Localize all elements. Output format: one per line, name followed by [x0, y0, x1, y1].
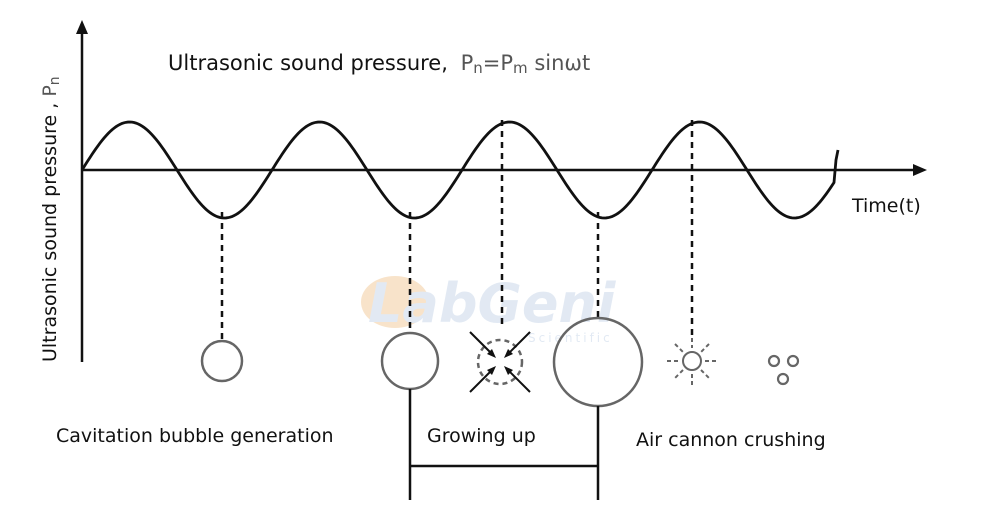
y-axis-label: Ultrasonic sound pressure , Pn: [39, 76, 63, 362]
y-axis-arrow: [76, 20, 88, 34]
stage-label-crushing: Air cannon crushing: [636, 429, 826, 451]
bubble-burst-icon: [667, 338, 718, 386]
y-axis-symbol: P: [39, 85, 61, 96]
diagram-title: Ultrasonic sound pressure, Pn=Pm sinωt: [168, 51, 590, 77]
watermark-subtext: Scientific: [528, 331, 613, 345]
pressure-wave: [80, 120, 840, 220]
title-formula: Pn=Pm sinωt: [461, 51, 591, 77]
stage-label-generation: Cavitation bubble generation: [56, 425, 334, 447]
bubble-generation: [200, 339, 244, 383]
stage-label-growing: Growing up: [427, 425, 536, 447]
axes: [76, 20, 927, 362]
bubble-growing-small: [380, 331, 440, 391]
watermark-text: LabGeni: [368, 272, 617, 335]
x-axis-arrow: [913, 164, 927, 176]
growing-bracket: [408, 389, 600, 500]
bubble-fragments-icon: [767, 354, 800, 386]
bubble-compressing-icon: [469, 331, 531, 393]
watermark-logo-mark: [361, 276, 429, 328]
drop-lines: [220, 120, 694, 340]
x-axis-label: Time(t): [851, 195, 921, 217]
title-text: Ultrasonic sound pressure,: [168, 51, 448, 75]
